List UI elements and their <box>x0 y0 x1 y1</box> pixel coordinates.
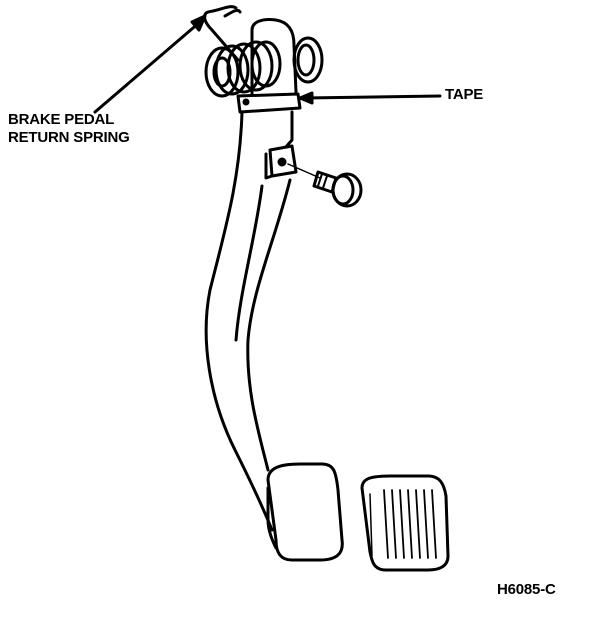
pivot-bushing <box>292 36 324 84</box>
pedal-pad-cover <box>360 474 450 572</box>
pedal-pad-installed <box>266 462 344 562</box>
pedal-arm <box>204 18 298 532</box>
spring-label: BRAKE PEDAL RETURN SPRING <box>8 111 130 147</box>
stoplight-switch-bolt <box>287 163 363 208</box>
tape-label: TAPE <box>445 86 484 103</box>
spring-label-line2: RETURN SPRING <box>8 129 130 146</box>
spring-leader-arrow <box>93 14 207 114</box>
figure-id: H6085-C <box>497 581 556 598</box>
spring-label-line1: BRAKE PEDAL <box>8 111 115 128</box>
switch-bracket <box>264 144 298 180</box>
tape-leader-arrow <box>298 91 442 105</box>
tape-band <box>236 92 302 114</box>
return-spring <box>203 5 282 98</box>
